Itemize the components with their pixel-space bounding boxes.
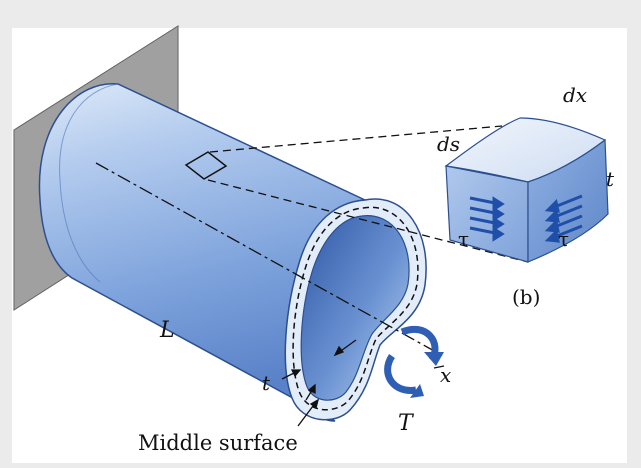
- label-part-b: (b): [512, 285, 540, 309]
- projection-lines: [207, 125, 529, 263]
- label-dx: dx: [563, 83, 587, 107]
- label-tau-right: τ: [558, 227, 569, 251]
- label-ds: ds: [437, 132, 460, 156]
- label-torque: T: [398, 411, 415, 436]
- shear-arrows-right: [544, 194, 583, 243]
- label-length: L: [159, 318, 175, 343]
- torque-arrow: [384, 325, 444, 398]
- tube-end-section: [284, 198, 427, 421]
- pointer-arrows: [281, 339, 445, 427]
- enlarged-element: [444, 117, 609, 263]
- element-outline: [184, 151, 228, 180]
- label-axis: x: [440, 363, 451, 387]
- label-thickness: t: [262, 371, 271, 395]
- label-thickness-element: t: [606, 167, 615, 191]
- label-middle-surface: Middle surface: [138, 431, 298, 455]
- label-tau-left: τ: [458, 227, 469, 251]
- centroidal-axis: [95, 162, 446, 358]
- shear-arrows-left: [469, 196, 505, 242]
